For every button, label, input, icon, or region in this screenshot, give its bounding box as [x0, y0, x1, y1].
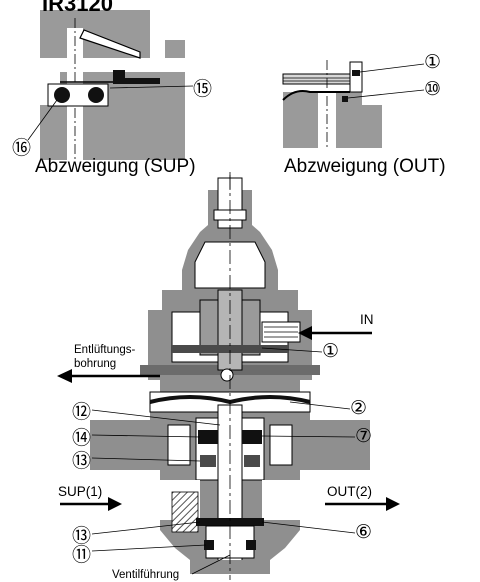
- regulator-main: [57, 172, 400, 580]
- out-arrow-head: [386, 497, 400, 511]
- leader-1-main: [261, 347, 323, 353]
- callout-15: ⑮: [193, 79, 213, 100]
- callout-6: ⑥: [355, 522, 373, 543]
- valve-seat-upper-right: [242, 430, 262, 444]
- leader-valve-guide: [191, 554, 231, 575]
- label-vent-line2: bohrung: [74, 358, 117, 370]
- caption-sup: Abzweigung (SUP): [35, 156, 196, 177]
- leader-1-inset: [359, 63, 425, 73]
- callout-13-lower: ⑬: [72, 526, 92, 547]
- inset-out: [282, 60, 425, 150]
- callout-12: ⑫: [72, 402, 92, 423]
- leader-13-lower: [91, 521, 201, 535]
- leader-12: [91, 409, 221, 426]
- inset-sup: [27, 10, 194, 160]
- bottom-cap: [190, 560, 270, 574]
- vent-ball: [220, 368, 234, 382]
- callout-10: ⑩: [424, 79, 442, 100]
- callout-7: ⑦: [355, 426, 373, 447]
- inset-out-diaphragm: [282, 90, 350, 101]
- leader-7: [261, 435, 356, 438]
- leader-2: [289, 401, 351, 410]
- in-arrow-head: [298, 326, 312, 340]
- left-pocket: [167, 424, 191, 466]
- lower-oring-right: [246, 540, 256, 550]
- out-channel: [262, 480, 370, 520]
- label-in: IN: [360, 312, 374, 327]
- caption-out: Abzweigung (OUT): [284, 156, 446, 177]
- callout-1-inset: ①: [424, 52, 442, 73]
- inset-out-cap: [349, 61, 363, 93]
- leader-10: [347, 89, 425, 99]
- leader-11: [91, 544, 207, 552]
- inset-sup-oring-left: [54, 87, 70, 103]
- callout-1-main: ①: [322, 341, 340, 362]
- spring-chamber: [194, 241, 266, 289]
- leader-14: [91, 434, 201, 438]
- diagram-title: IR3120: [42, 0, 113, 16]
- inset-out-seal: [352, 70, 360, 76]
- inset-sup-oring-right: [88, 87, 104, 103]
- inset-sup-seal-block: [113, 70, 125, 84]
- callout-16: ⑯: [12, 138, 32, 159]
- inset-sup-lever: [79, 29, 141, 59]
- callout-2: ②: [350, 398, 368, 419]
- upper-diaphragm: [172, 345, 288, 353]
- sup-arrow-head: [108, 497, 122, 511]
- lower-valve-seat: [196, 518, 264, 526]
- label-out: OUT(2): [327, 484, 372, 499]
- inset-out-oring: [342, 96, 348, 102]
- label-valve-guide: Ventilführung: [112, 569, 180, 581]
- right-pocket: [269, 424, 293, 466]
- leader-13-upper: [91, 457, 201, 462]
- callout-13-upper: ⑬: [72, 451, 92, 472]
- valve-seat-mid-left: [200, 455, 216, 467]
- label-vent-line1: Entlüftungs-: [74, 344, 136, 356]
- lower-oring-left: [204, 540, 214, 550]
- valve-seat-mid-right: [244, 455, 260, 467]
- inset-out-plate: [282, 73, 351, 85]
- leader-16: [27, 99, 58, 141]
- callout-14: ⑭: [72, 428, 92, 449]
- label-sup: SUP(1): [58, 484, 103, 499]
- inset-sup-seal-strip: [125, 78, 160, 84]
- leader-15: [109, 85, 194, 89]
- leader-6: [261, 521, 356, 534]
- sup-filter: [171, 491, 199, 533]
- vent-arrow-head: [57, 369, 72, 383]
- callout-11: ⑪: [72, 545, 92, 566]
- valve-seat-upper-left: [198, 430, 218, 444]
